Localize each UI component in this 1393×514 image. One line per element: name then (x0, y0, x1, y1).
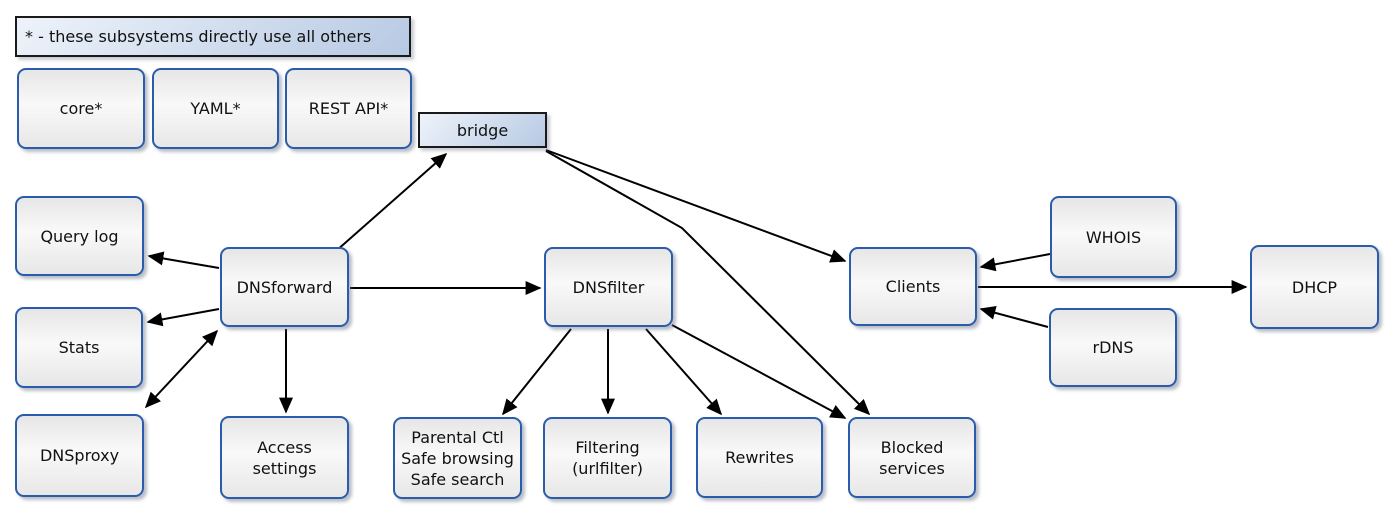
edge-dnsfilter-blocked-services (671, 324, 847, 419)
node-dnsfilter: DNSfilter (544, 247, 673, 327)
node-dnsproxy: DNSproxy (15, 414, 144, 497)
node-query-log: Query log (15, 196, 144, 276)
edge-dnsforward-bridge (335, 152, 448, 252)
node-rest-api: REST API* (285, 68, 412, 149)
node-bridge: bridge (418, 112, 547, 148)
node-yaml: YAML* (152, 68, 279, 149)
edge-dnsfilter-rewrites (645, 328, 723, 416)
edge-dnsforward-query-log (147, 251, 220, 269)
edge-bridge-clients (545, 149, 847, 263)
node-dhcp: DHCP (1250, 245, 1379, 329)
node-dnsforward: DNSforward (220, 247, 349, 327)
node-clients: Clients (849, 247, 977, 326)
edge-dnsfilter-parental (502, 328, 572, 416)
node-rewrites: Rewrites (696, 417, 823, 498)
node-parental-safebrowsing-safesearch: Parental Ctl Safe browsing Safe search (393, 417, 522, 499)
node-whois: WHOIS (1050, 196, 1177, 278)
node-core: core* (17, 68, 145, 149)
edge-dnsforward-stats (146, 308, 220, 327)
legend-box: * - these subsystems directly use all ot… (15, 16, 411, 57)
edge-rdns-clients (979, 305, 1049, 328)
node-rdns: rDNS (1049, 308, 1177, 387)
node-filtering-urlfilter: Filtering (urlfilter) (543, 417, 672, 499)
node-access-settings: Access settings (220, 416, 349, 499)
node-blocked-services: Blocked services (848, 417, 976, 498)
edge-whois-clients (979, 253, 1051, 272)
edge-bridge-blocked-services (545, 150, 871, 416)
edge-dnsforward-dnsproxy (144, 329, 219, 409)
node-stats: Stats (15, 307, 143, 388)
